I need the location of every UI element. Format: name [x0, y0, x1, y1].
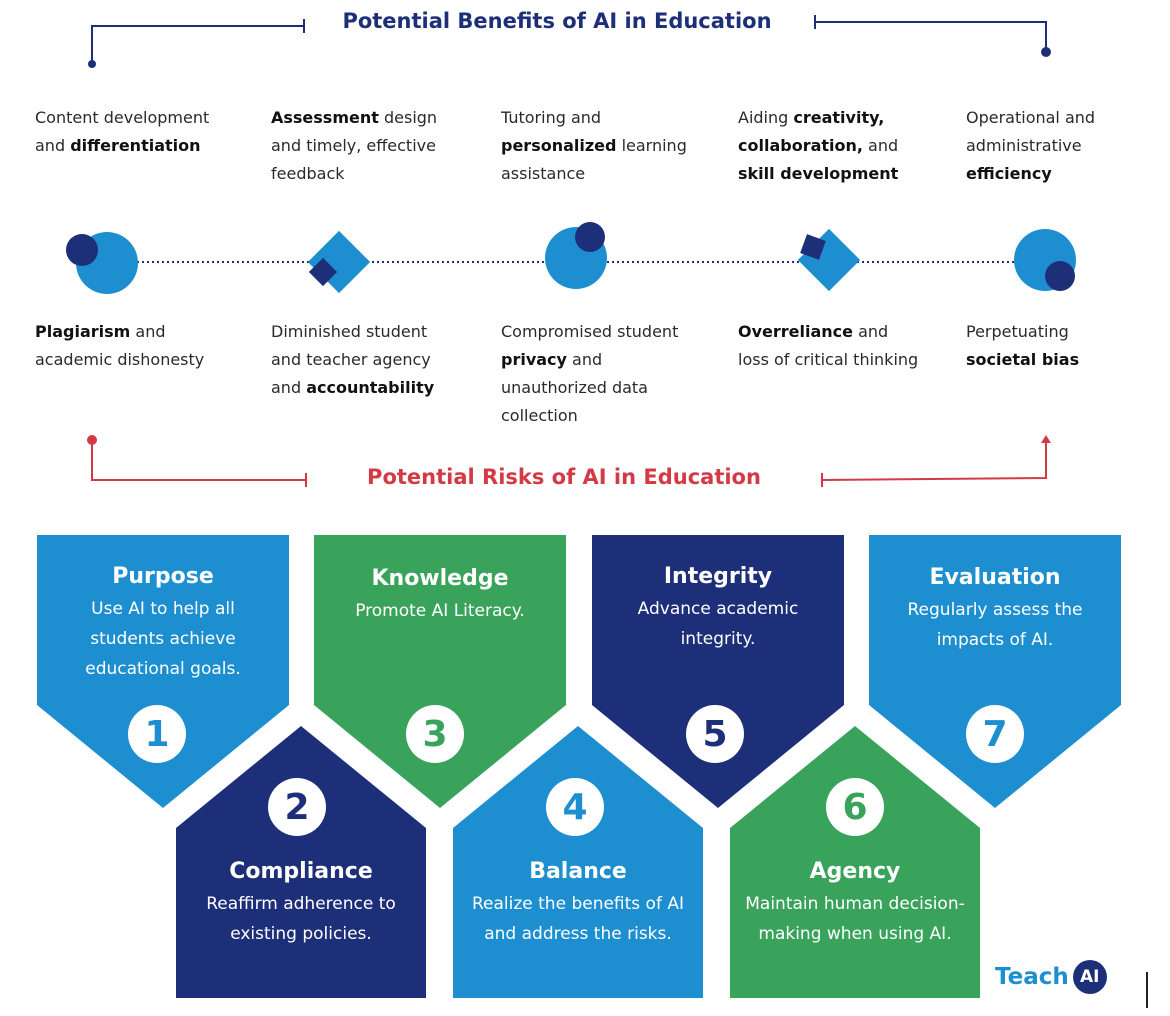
- principle-desc: Promote AI Literacy.: [355, 601, 525, 621]
- emphasis-text: societal bias: [966, 350, 1080, 369]
- principle-desc: Maintain human decision-making when usin…: [745, 894, 965, 944]
- benefits-bracket-left: [91, 25, 304, 64]
- timeline-marker-5: [1014, 229, 1076, 291]
- principle-title: Agency: [809, 859, 901, 884]
- risk-text-1: Plagiarism and academic dishonesty: [35, 318, 210, 374]
- principle-number-5: 5: [686, 705, 744, 763]
- benefit-text-4: Aiding creativity, collaboration, and sk…: [738, 104, 923, 188]
- principle-number-2: 2: [268, 778, 326, 836]
- risks-bracket-right: [821, 440, 1047, 481]
- principle-title: Compliance: [229, 859, 373, 884]
- emphasis-text: efficiency: [966, 164, 1052, 183]
- principle-shape-4: [453, 726, 703, 998]
- principle-title: Balance: [529, 859, 627, 884]
- benefit-text-3: Tutoring and personalized learning assis…: [501, 104, 691, 188]
- risks-bracket-left: [91, 442, 306, 481]
- principle-desc: Realize the benefits of AI and address t…: [471, 894, 684, 944]
- timeline-marker-4: [797, 228, 861, 292]
- principle-agency: Agency Maintain human decision-making wh…: [740, 857, 970, 949]
- principle-desc: Regularly assess the impacts of AI.: [907, 600, 1083, 650]
- edge-line: [1146, 972, 1148, 1008]
- principle-title: Integrity: [663, 564, 773, 589]
- principle-desc: Reaffirm adherence to existing policies.: [206, 894, 396, 944]
- plain-text: Content development and: [35, 108, 210, 155]
- plain-text: Aiding: [738, 108, 794, 127]
- principle-desc: Use AI to help all students achieve educ…: [85, 599, 241, 679]
- emphasis-text: Assessment: [271, 108, 379, 127]
- emphasis-text: accountability: [306, 378, 435, 397]
- principle-shape-5: [592, 535, 844, 808]
- principle-shape-3: [314, 535, 566, 808]
- principle-title: Evaluation: [929, 565, 1061, 590]
- plain-text: Compromised student: [501, 322, 679, 341]
- principle-desc: Advance academic integrity.: [637, 599, 799, 649]
- principle-title: Purpose: [112, 564, 214, 589]
- principle-number-4: 4: [546, 778, 604, 836]
- risk-text-2: Diminished student and teacher agency an…: [271, 318, 461, 402]
- emphasis-text: personalized: [501, 136, 617, 155]
- plain-text: learning assistance: [501, 136, 687, 183]
- plain-text: and loss of critical thinking: [738, 322, 919, 369]
- risks-bracket-right-arrow: [1041, 435, 1051, 443]
- plain-text: Perpetuating: [966, 322, 1069, 341]
- principle-number-6: 6: [826, 778, 884, 836]
- principle-number-7: 7: [966, 705, 1024, 763]
- emphasis-text: differentiation: [70, 136, 201, 155]
- plain-text: Diminished student and teacher agency an…: [271, 322, 431, 397]
- teachai-logo: Teach AI: [995, 960, 1107, 994]
- emphasis-text: privacy: [501, 350, 567, 369]
- logo-badge: AI: [1072, 960, 1107, 994]
- risk-text-4: Overreliance and loss of critical thinki…: [738, 318, 923, 374]
- principle-knowledge: Knowledge Promote AI Literacy.: [329, 564, 551, 626]
- principle-balance: Balance Realize the benefits of AI and a…: [463, 857, 693, 949]
- principle-evaluation: Evaluation Regularly assess the impacts …: [884, 563, 1106, 655]
- benefits-bracket-right: [815, 21, 1047, 50]
- plain-text: and: [862, 136, 899, 155]
- emphasis-text: skill development: [738, 164, 899, 183]
- principle-compliance: Compliance Reaffirm adherence to existin…: [186, 857, 416, 949]
- plain-text: design and timely, effective feedback: [271, 108, 438, 183]
- principle-shape-6: [730, 726, 980, 998]
- plain-text: and academic dishonesty: [35, 322, 205, 369]
- emphasis-text: creativity, collaboration,: [738, 108, 885, 155]
- principle-number-1: 1: [128, 705, 186, 763]
- logo-word: Teach: [995, 964, 1069, 990]
- benefits-bracket-right-dot: [1041, 47, 1051, 57]
- timeline-marker-1: [66, 232, 138, 294]
- risk-text-3: Compromised student privacy and unauthor…: [501, 318, 691, 430]
- timeline-marker-2: [307, 230, 371, 294]
- principle-shape-2: [176, 726, 426, 998]
- benefit-text-5: Operational and administrative efficienc…: [966, 104, 1131, 188]
- plain-text: Operational and administrative: [966, 108, 1096, 155]
- principle-integrity: Integrity Advance academic integrity.: [607, 562, 829, 654]
- principle-shape-1: [37, 535, 289, 808]
- emphasis-text: Plagiarism: [35, 322, 131, 341]
- principle-title: Knowledge: [371, 566, 509, 591]
- plain-text: and unauthorized data collection: [501, 350, 648, 425]
- benefits-bracket-left-dot: [88, 60, 96, 68]
- benefits-title: Potential Benefits of AI in Education: [342, 9, 772, 33]
- emphasis-text: Overreliance: [738, 322, 854, 341]
- principle-number-3: 3: [406, 705, 464, 763]
- benefit-text-2: Assessment design and timely, effective …: [271, 104, 456, 188]
- risks-bracket-left-dot: [87, 435, 97, 445]
- risk-text-5: Perpetuating societal bias: [966, 318, 1131, 374]
- timeline-marker-3: [545, 222, 607, 289]
- risks-title: Potential Risks of AI in Education: [367, 465, 761, 489]
- principle-purpose: Purpose Use AI to help all students achi…: [52, 562, 274, 684]
- principle-shape-7: [869, 535, 1121, 808]
- plain-text: Tutoring and: [501, 108, 602, 127]
- benefit-text-1: Content development and differentiation: [35, 104, 210, 160]
